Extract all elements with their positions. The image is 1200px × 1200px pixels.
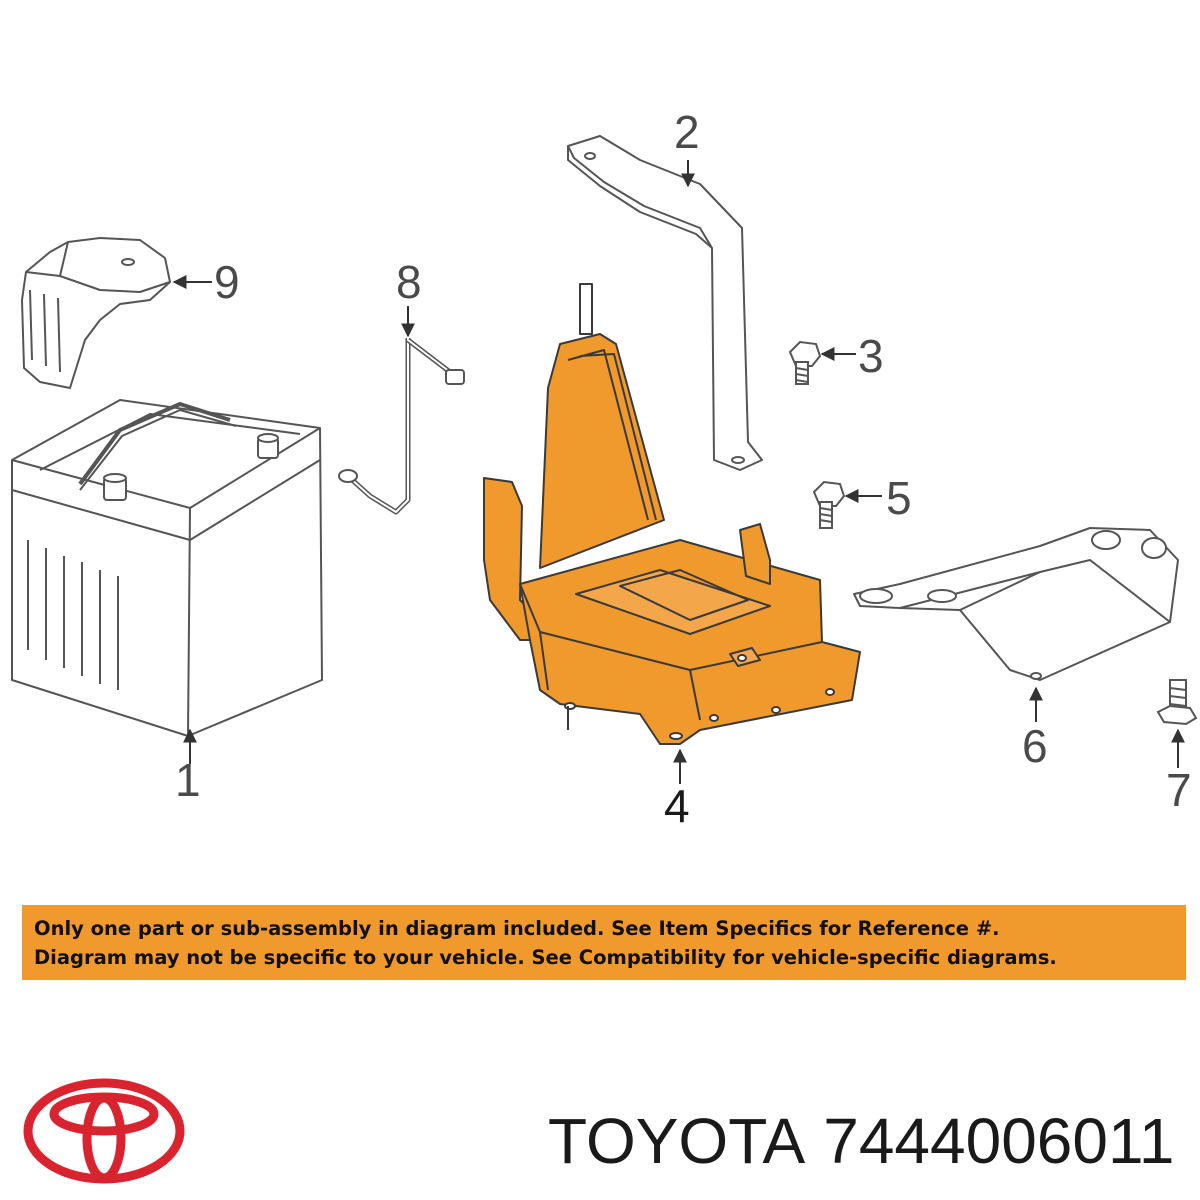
callout-4: 4 (664, 780, 690, 832)
battery-part (11, 399, 323, 737)
bolt-part-5 (812, 480, 846, 529)
stud-bolt-part (1156, 679, 1198, 726)
callout-3: 3 (858, 330, 884, 382)
callout-6: 6 (1022, 720, 1048, 772)
tray-brace-part (853, 527, 1179, 681)
toyota-logo-icon (23, 1078, 185, 1184)
disclaimer-banner: Only one part or sub-assembly in diagram… (22, 905, 1186, 980)
parts-diagram: 1 2 3 4 5 6 7 8 9 (11, 106, 1198, 832)
disclaimer-line-1: Only one part or sub-assembly in diagram… (34, 917, 1000, 940)
battery-tray-part (483, 283, 861, 745)
part-number: 7444006011 (823, 1105, 1175, 1177)
callout-1: 1 (175, 754, 201, 806)
callout-7: 7 (1166, 764, 1192, 816)
callout-2: 2 (674, 106, 700, 158)
callout-9: 9 (214, 256, 240, 308)
callout-8: 8 (396, 256, 422, 308)
callout-5: 5 (886, 472, 912, 524)
disclaimer-line-2: Diagram may not be specific to your vehi… (34, 946, 1057, 969)
bolt-part-3 (788, 340, 822, 385)
brand-name: TOYOTA (548, 1105, 806, 1177)
terminal-cover-part (21, 237, 171, 389)
battery-sensor-part (338, 338, 465, 515)
leader-lines (172, 160, 1185, 784)
hold-down-bracket-part (567, 135, 763, 471)
